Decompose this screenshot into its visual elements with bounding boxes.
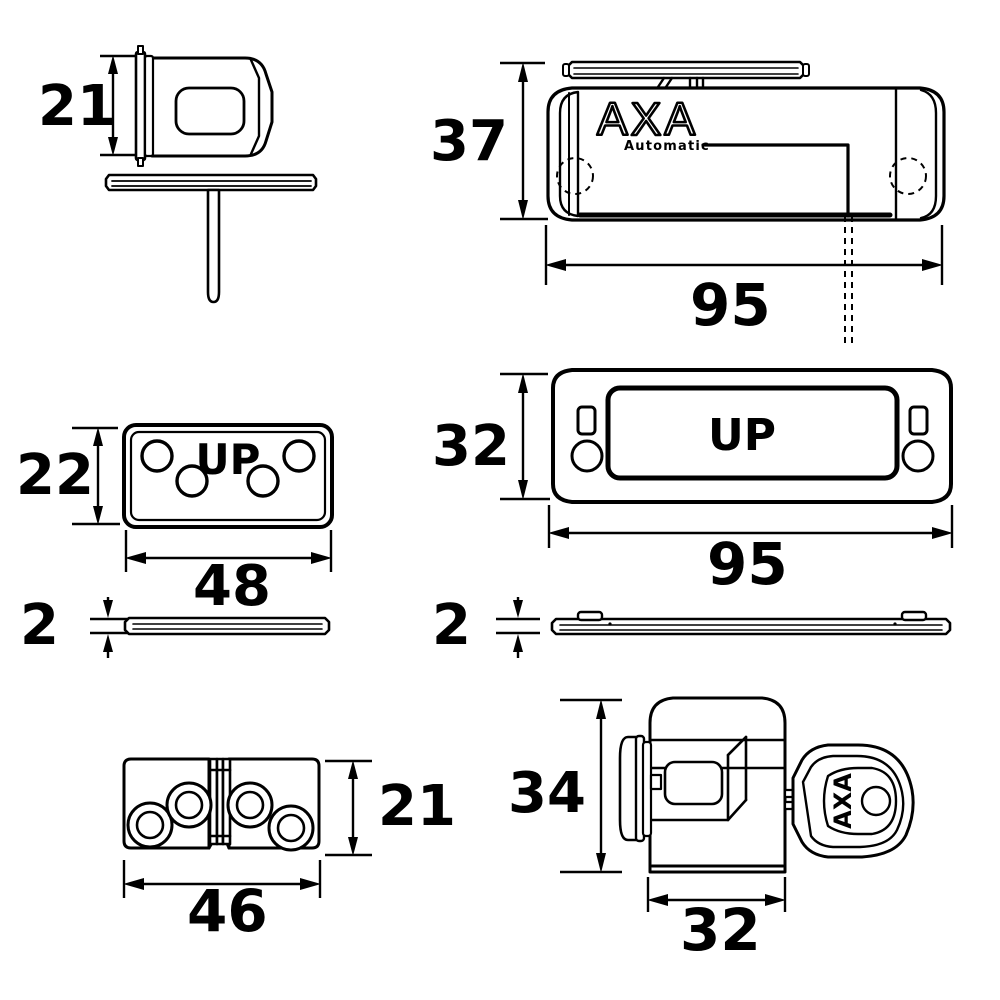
hinge-bracket-shape (122, 757, 321, 852)
dim-2-left: 2 (20, 593, 130, 658)
dim-21-hinge: 21 (325, 759, 456, 857)
view-mid-right: 32 95 2 (432, 368, 954, 658)
lock-top-rail (562, 60, 810, 94)
dim-2-right: 2 (432, 593, 540, 658)
mounting-plate-large-face: UP (551, 368, 953, 504)
dim-22: 22 (16, 426, 120, 526)
view-bottom-left: 21 46 (122, 757, 456, 945)
dim-32-cylinder-text: 32 (680, 896, 761, 964)
dim-95-plate: 95 (547, 505, 954, 598)
view-bottom-right: 34 32 (508, 696, 915, 964)
lock-cylinder-housing (618, 696, 797, 874)
brand-logo: AXA Automatic (596, 92, 710, 154)
dim-46-text: 46 (187, 877, 268, 945)
dim-32-plate: 32 (432, 372, 550, 501)
key-shape: AXA (791, 743, 915, 859)
brand-logo-text: AXA (597, 93, 698, 145)
dim-95-top: 95 (544, 225, 944, 339)
dim-2-right-text: 2 (432, 593, 471, 658)
dim-37-text: 37 (430, 109, 508, 174)
dim-32-cylinder: 32 (646, 877, 787, 964)
mounting-plate-large-edge (550, 610, 952, 636)
dim-21-top-left: 21 (38, 54, 140, 157)
lock-body-shell (546, 86, 946, 348)
plate-up-label-large: UP (708, 410, 776, 461)
dim-95-top-text: 95 (690, 271, 771, 339)
view-top-left: 21 (38, 45, 318, 304)
mounting-plate-small-edge (123, 616, 331, 636)
view-top-right: 37 95 (430, 60, 946, 348)
brand-subtitle-text: Automatic (624, 139, 710, 154)
key-head-brand-text: AXA (829, 773, 857, 829)
dim-95-plate-text: 95 (707, 530, 788, 598)
mounting-plate-small-face: UP (122, 423, 334, 529)
dim-37: 37 (430, 61, 548, 221)
plate-up-label-small: UP (196, 435, 261, 484)
lock-body-end-shape (134, 45, 274, 167)
dim-48: 48 (124, 530, 333, 619)
dim-2-left-text: 2 (20, 593, 59, 658)
dim-21-top-left-text: 21 (38, 74, 116, 139)
view-mid-left: 22 48 2 (16, 423, 334, 658)
dim-32-plate-text: 32 (432, 414, 510, 479)
dim-48-text: 48 (193, 554, 271, 619)
dim-34-text: 34 (508, 761, 586, 826)
dim-22-text: 22 (16, 443, 94, 508)
dim-34: 34 (508, 698, 622, 874)
strike-plate-t-shape (104, 173, 318, 304)
dim-21-hinge-text: 21 (378, 774, 456, 839)
dim-46: 46 (122, 860, 322, 945)
